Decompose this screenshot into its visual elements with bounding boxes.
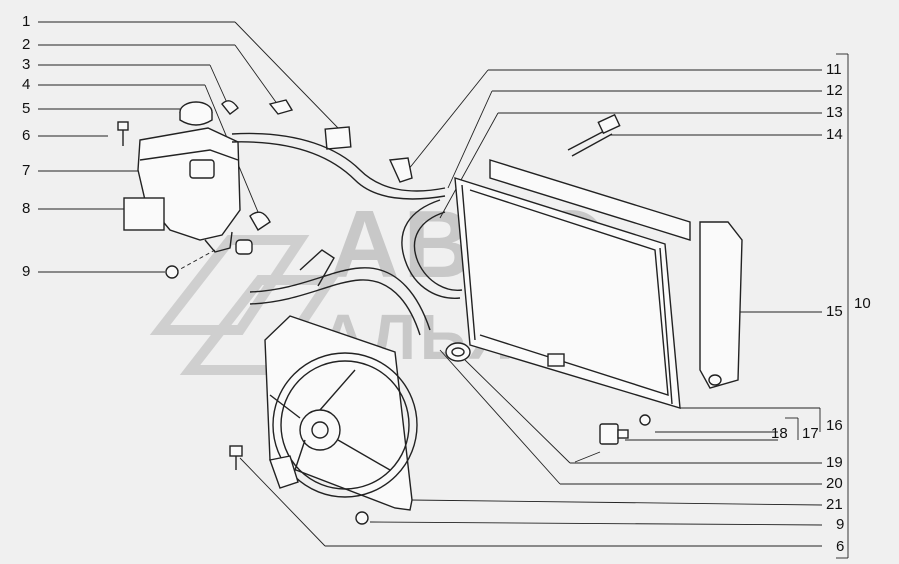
washer-16 (639, 414, 651, 426)
label-4: 4 (22, 76, 31, 93)
hose-piece (235, 239, 253, 255)
leader-lines-left (38, 21, 339, 273)
radiator-tank-right (699, 221, 743, 389)
label-14: 14 (826, 126, 843, 143)
radiator (454, 159, 691, 409)
label-11: 11 (826, 61, 842, 78)
fan-assembly (264, 315, 418, 511)
label-19: 19 (826, 454, 843, 471)
label-16: 16 (826, 417, 843, 434)
label-2: 2 (22, 36, 31, 53)
label-6: 6 (22, 127, 31, 144)
lower-hose (249, 267, 431, 331)
watermark-logo (149, 235, 340, 375)
label-1: 1 (22, 13, 31, 30)
drain-plug (599, 423, 629, 445)
label-13: 13 (826, 104, 843, 121)
nut-9-bottom (355, 511, 369, 525)
label-plate-8 (123, 197, 165, 231)
sensor-12 (388, 157, 413, 183)
label-3: 3 (22, 56, 31, 73)
clamp-2 (268, 99, 294, 115)
label-plate-1 (324, 126, 352, 150)
bolt-6-bottom (229, 445, 243, 470)
label-6-right: 6 (836, 538, 845, 555)
label-9-right: 9 (836, 516, 845, 533)
label-5: 5 (22, 100, 31, 117)
expansion-tank (137, 127, 241, 253)
label-7: 7 (22, 162, 31, 179)
label-17: 17 (802, 425, 819, 442)
clamp-20 (445, 342, 471, 362)
bolt-14 (567, 113, 621, 157)
label-10: 10 (854, 295, 871, 312)
leader-lines-right (239, 53, 849, 559)
label-8: 8 (22, 200, 31, 217)
label-12: 12 (826, 82, 843, 99)
clamp-4 (249, 211, 271, 231)
label-9-left: 9 (22, 263, 31, 280)
label-20: 20 (826, 475, 843, 492)
nut-9-left (165, 265, 179, 279)
tank-cap (179, 101, 213, 126)
tank-hose (231, 132, 446, 192)
label-21: 21 (826, 496, 843, 513)
thermostat-hose (299, 249, 335, 287)
upper-hose (401, 199, 461, 299)
label-18: 18 (771, 425, 788, 442)
label-15: 15 (826, 303, 843, 320)
bolt-6-top (117, 121, 129, 146)
clamp-3 (221, 100, 239, 115)
